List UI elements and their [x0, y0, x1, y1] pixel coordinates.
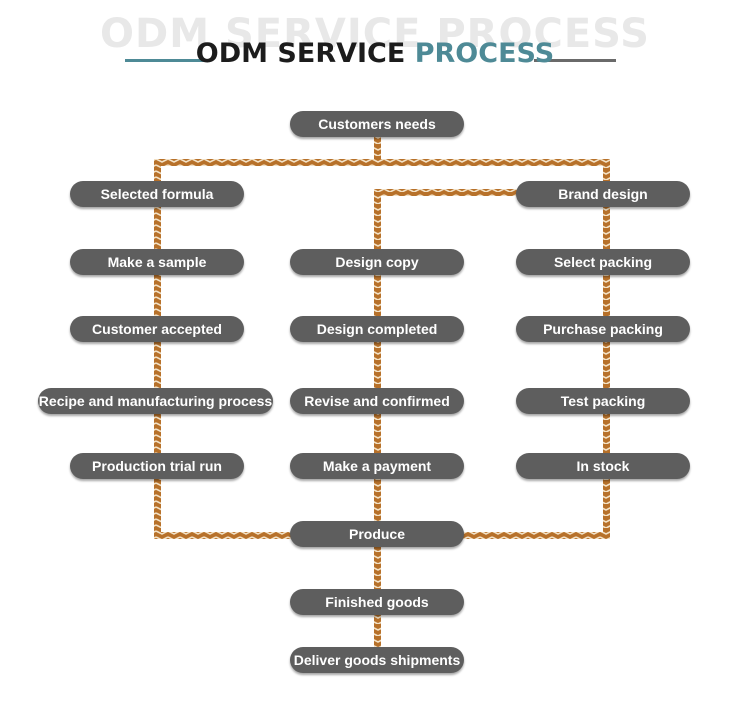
step-purchase-packing: Purchase packing — [516, 316, 690, 342]
step-finished-goods: Finished goods — [290, 589, 464, 615]
title-accent: PROCESS — [414, 38, 555, 69]
connector-right-spine — [603, 159, 610, 539]
step-design-copy: Design copy — [290, 249, 464, 275]
title-main: ODM SERVICE — [195, 38, 406, 69]
step-customer-accepted: Customer accepted — [70, 316, 244, 342]
step-make-a-sample: Make a sample — [70, 249, 244, 275]
step-test-packing: Test packing — [516, 388, 690, 414]
title-rule-left — [125, 59, 208, 62]
step-produce: Produce — [290, 521, 464, 547]
connector-top-bar — [154, 159, 610, 166]
step-brand-design: Brand design — [516, 181, 690, 207]
page-title: ODM SERVICE PROCESS — [0, 38, 750, 69]
connector-left-spine — [154, 159, 161, 539]
step-in-stock: In stock — [516, 453, 690, 479]
step-selected-formula: Selected formula — [70, 181, 244, 207]
step-production-trial-run: Production trial run — [70, 453, 244, 479]
step-customers-needs: Customers needs — [290, 111, 464, 137]
step-design-completed: Design completed — [290, 316, 464, 342]
step-recipe-and-manufacturing-process: Recipe and manufacturing process — [38, 388, 273, 414]
step-make-a-payment: Make a payment — [290, 453, 464, 479]
connector-top-stem — [374, 136, 381, 164]
step-deliver-goods-shipments: Deliver goods shipments — [290, 647, 464, 673]
connector-center-spine — [374, 189, 381, 649]
title-rule-right — [534, 59, 616, 62]
connector-brand-link — [374, 189, 524, 196]
title-ghost-text: ODM SERVICE PROCESS — [100, 11, 650, 57]
step-select-packing: Select packing — [516, 249, 690, 275]
step-revise-and-confirmed: Revise and confirmed — [290, 388, 464, 414]
